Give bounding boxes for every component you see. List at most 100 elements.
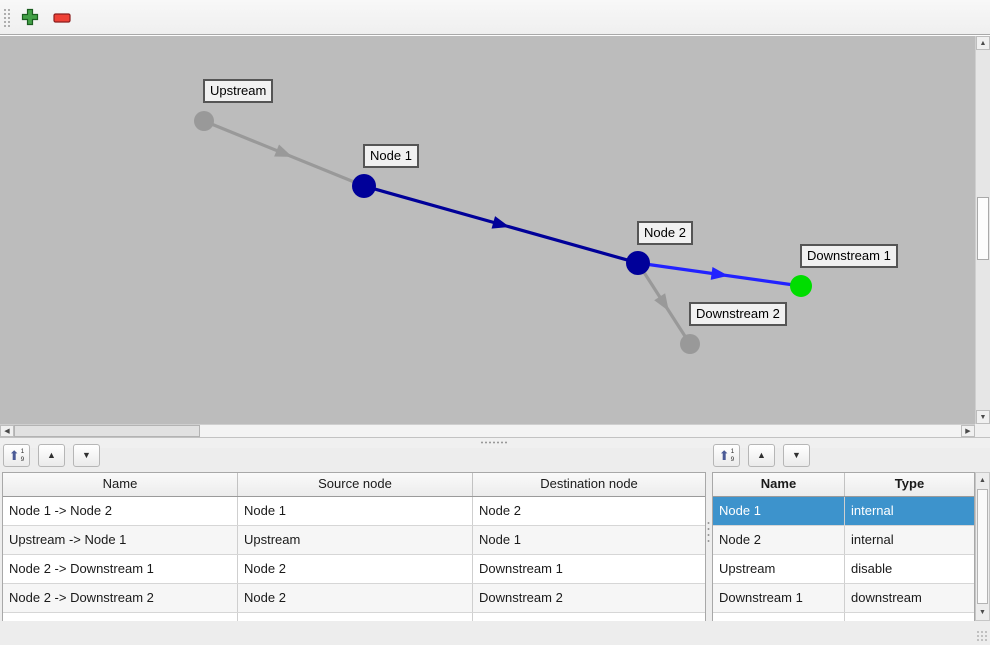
remove-button[interactable] xyxy=(51,7,73,29)
down-arrow-icon: ▼ xyxy=(979,609,986,616)
empty-cell xyxy=(3,613,238,621)
empty-cell xyxy=(473,613,705,621)
node-table: Name Type Node 1 internal Node 2 interna… xyxy=(712,472,975,621)
graph-svg xyxy=(194,111,812,354)
node-downstream-1[interactable] xyxy=(790,275,812,297)
cell-name[interactable]: Downstream 1 xyxy=(713,584,845,612)
main-toolbar xyxy=(0,0,990,35)
horizontal-scrollbar-thumb[interactable] xyxy=(14,425,200,437)
cell-name[interactable]: Node 2 xyxy=(713,526,845,554)
scroll-right-button[interactable]: ▶ xyxy=(961,425,975,437)
scroll-left-button[interactable]: ◀ xyxy=(0,425,14,437)
table-row[interactable]: Node 1 -> Node 2 Node 1 Node 2 xyxy=(3,497,705,526)
up-arrow-icon: ▲ xyxy=(757,450,766,460)
scrollbar-corner xyxy=(975,424,990,437)
edge-arrow-icon xyxy=(274,144,293,157)
column-header-name[interactable]: Name xyxy=(713,473,845,496)
up-arrow-icon: ▲ xyxy=(979,477,986,484)
column-header-type[interactable]: Type xyxy=(894,476,925,491)
vertical-scrollbar-thumb[interactable] xyxy=(977,197,989,260)
column-header-source-node[interactable]: Source node xyxy=(238,473,473,496)
down-arrow-icon: ▼ xyxy=(979,413,987,421)
up-arrow-icon: ▲ xyxy=(47,450,56,460)
cell-source[interactable]: Node 2 xyxy=(238,555,473,583)
scroll-down-button[interactable]: ▼ xyxy=(976,410,990,424)
empty-cell xyxy=(713,613,845,621)
column-header-destination-node[interactable]: Destination node xyxy=(540,476,638,491)
edge-arrow-icon xyxy=(654,293,669,312)
cell-name[interactable]: Node 1 -> Node 2 xyxy=(3,497,238,525)
cell-name[interactable]: Upstream xyxy=(713,555,845,583)
cell-name[interactable]: Node 1 xyxy=(713,497,845,525)
cell-source[interactable]: Node 1 xyxy=(238,497,473,525)
edge-move-up-button[interactable]: ▲ xyxy=(38,444,65,467)
empty-cell xyxy=(845,613,974,621)
node-label-upstream[interactable]: Upstream xyxy=(203,79,274,103)
cell-name[interactable]: Node 2 -> Downstream 2 xyxy=(3,584,238,612)
scroll-down-button[interactable]: ▼ xyxy=(977,606,988,619)
node-label-downstream-1[interactable]: Downstream 1 xyxy=(800,244,898,268)
cell-type[interactable]: disable xyxy=(851,561,893,576)
table-empty-row xyxy=(3,613,705,621)
cell-type[interactable]: downstream xyxy=(851,590,922,605)
node-upstream[interactable] xyxy=(194,111,214,131)
down-arrow-icon: ▼ xyxy=(792,450,801,460)
window-resize-grip[interactable] xyxy=(976,630,988,642)
canvas-horizontal-scrollbar[interactable]: ◀ ▶ xyxy=(0,424,975,437)
right-arrow-icon: ▶ xyxy=(965,428,971,435)
cell-destination[interactable]: Node 2 xyxy=(479,503,521,518)
cell-source[interactable]: Node 2 xyxy=(238,584,473,612)
table-row[interactable]: Node 2 internal xyxy=(713,526,974,555)
table-row[interactable]: Upstream -> Node 1 Upstream Node 1 xyxy=(3,526,705,555)
column-header-name[interactable]: Name xyxy=(3,473,238,496)
scroll-up-button[interactable]: ▲ xyxy=(976,36,990,50)
node-node-1[interactable] xyxy=(352,174,376,198)
down-arrow-icon: ▼ xyxy=(82,450,91,460)
node-table-header: Name Type xyxy=(713,473,974,497)
cell-type[interactable]: internal xyxy=(851,503,894,518)
cell-type[interactable]: internal xyxy=(851,532,894,547)
table-row[interactable]: Downstream 1 downstream xyxy=(713,584,974,613)
table-scrollbar-thumb[interactable] xyxy=(977,489,988,604)
splitter-handle-icon xyxy=(480,441,508,444)
edge-table-header: Name Source node Destination node xyxy=(3,473,705,497)
canvas-vertical-scrollbar[interactable]: ▲ ▼ xyxy=(975,36,990,424)
node-move-up-button[interactable]: ▲ xyxy=(748,444,775,467)
table-row[interactable]: Upstream disable xyxy=(713,555,974,584)
table-row[interactable]: Node 2 -> Downstream 2 Node 2 Downstream… xyxy=(3,584,705,613)
add-button[interactable] xyxy=(19,7,41,29)
node-label-node-2[interactable]: Node 2 xyxy=(637,221,693,245)
node-label-node-1[interactable]: Node 1 xyxy=(363,144,419,168)
node-label-downstream-2[interactable]: Downstream 2 xyxy=(689,302,787,326)
node-move-down-button[interactable]: ▼ xyxy=(783,444,810,467)
minus-icon xyxy=(53,11,71,26)
edge-move-down-button[interactable]: ▼ xyxy=(73,444,100,467)
cell-destination[interactable]: Downstream 1 xyxy=(479,561,563,576)
table-empty-row xyxy=(713,613,974,621)
table-row[interactable]: Node 2 -> Downstream 1 Node 2 Downstream… xyxy=(3,555,705,584)
scroll-up-button[interactable]: ▲ xyxy=(977,474,988,487)
vertical-splitter[interactable] xyxy=(707,520,710,546)
horizontal-splitter[interactable] xyxy=(0,437,990,448)
left-arrow-icon: ◀ xyxy=(4,428,10,435)
table-row-selected[interactable]: Node 1 internal xyxy=(713,497,974,526)
node-downstream-2[interactable] xyxy=(680,334,700,354)
cell-destination[interactable]: Downstream 2 xyxy=(479,590,563,605)
empty-cell xyxy=(238,613,473,621)
node-node-2[interactable] xyxy=(626,251,650,275)
toolbar-drag-handle[interactable] xyxy=(3,8,10,28)
node-table-scrollbar[interactable]: ▲ ▼ xyxy=(975,472,990,621)
plus-icon xyxy=(21,8,39,29)
cell-destination[interactable]: Node 1 xyxy=(479,532,521,547)
cell-name[interactable]: Upstream -> Node 1 xyxy=(3,526,238,554)
cell-name[interactable]: Node 2 -> Downstream 1 xyxy=(3,555,238,583)
cell-source[interactable]: Upstream xyxy=(238,526,473,554)
